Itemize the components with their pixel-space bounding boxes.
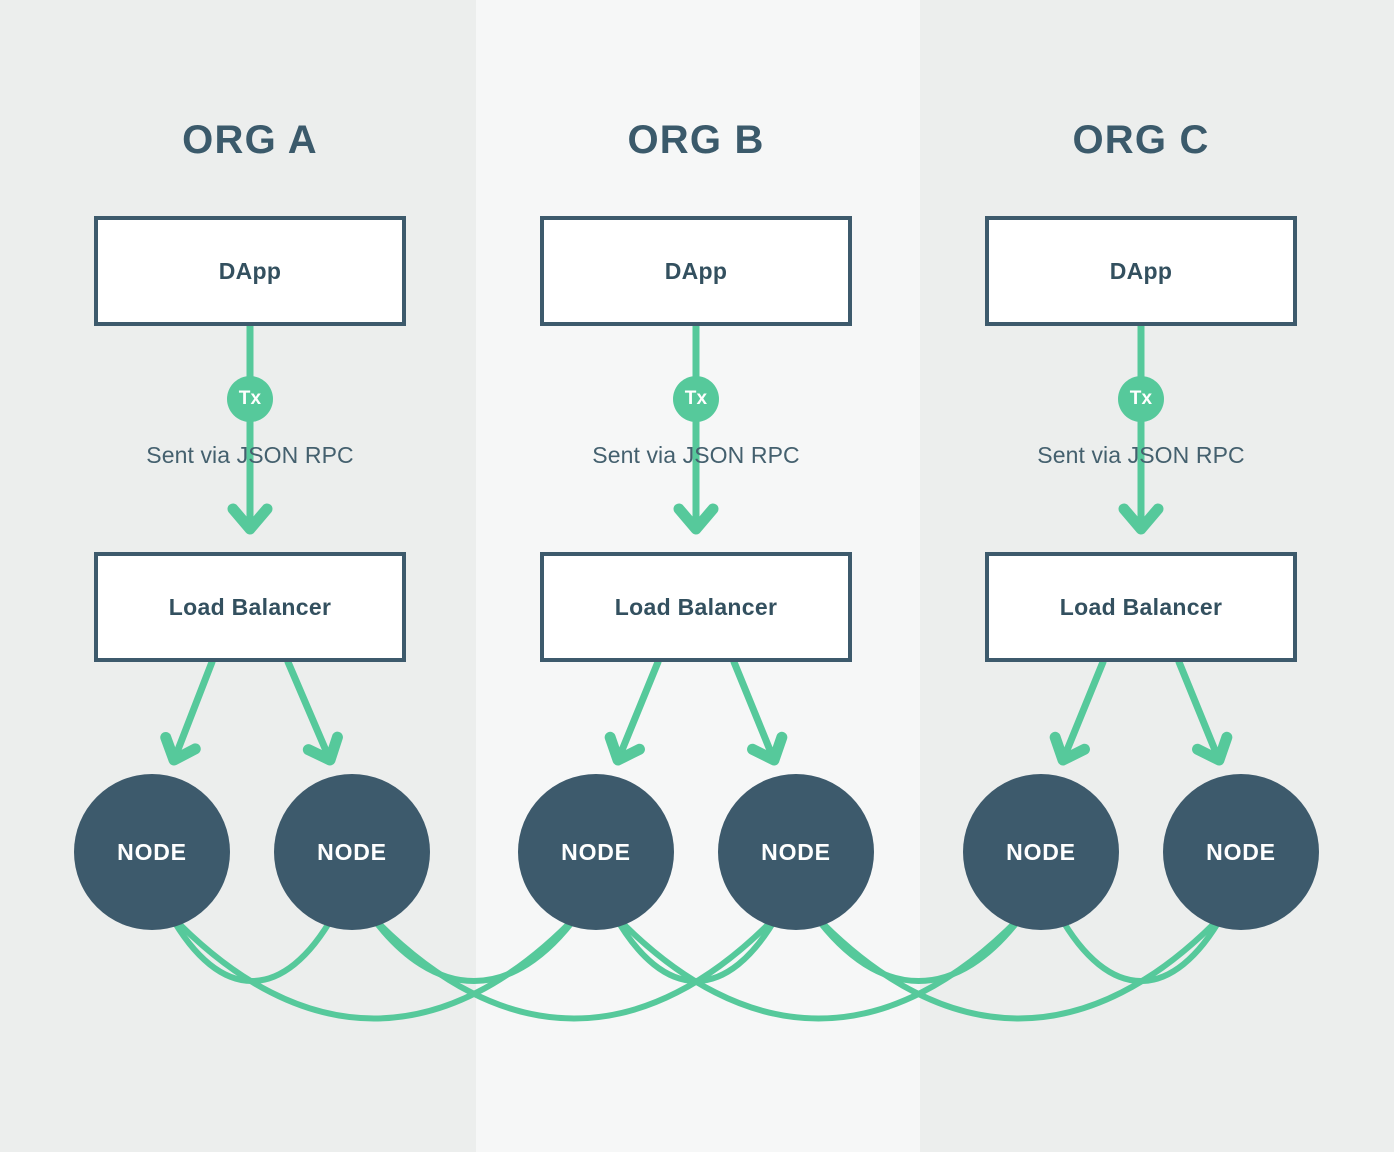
load-balancer-box-org-a[interactable]: Load Balancer bbox=[94, 552, 406, 662]
node-circle[interactable]: NODE bbox=[274, 774, 430, 930]
dapp-box-org-a[interactable]: DApp bbox=[94, 216, 406, 326]
tx-badge-org-c: Tx bbox=[1118, 376, 1164, 422]
node-circle[interactable]: NODE bbox=[1163, 774, 1319, 930]
tx-badge-org-a: Tx bbox=[227, 376, 273, 422]
dapp-box-org-b[interactable]: DApp bbox=[540, 216, 852, 326]
org-title-org-b: ORG B bbox=[627, 118, 765, 162]
dapp-box-org-c[interactable]: DApp bbox=[985, 216, 1297, 326]
node-circle[interactable]: NODE bbox=[718, 774, 874, 930]
rpc-label-org-b: Sent via JSON RPC bbox=[592, 442, 800, 468]
load-balancer-box-org-c[interactable]: Load Balancer bbox=[985, 552, 1297, 662]
node-circle[interactable]: NODE bbox=[963, 774, 1119, 930]
tx-badge-org-b: Tx bbox=[673, 376, 719, 422]
load-balancer-box-org-b[interactable]: Load Balancer bbox=[540, 552, 852, 662]
org-title-org-a: ORG A bbox=[182, 118, 318, 162]
node-circle[interactable]: NODE bbox=[518, 774, 674, 930]
rpc-label-org-c: Sent via JSON RPC bbox=[1037, 442, 1245, 468]
org-title-org-c: ORG C bbox=[1072, 118, 1210, 162]
node-circle[interactable]: NODE bbox=[74, 774, 230, 930]
rpc-label-org-a: Sent via JSON RPC bbox=[146, 442, 354, 468]
